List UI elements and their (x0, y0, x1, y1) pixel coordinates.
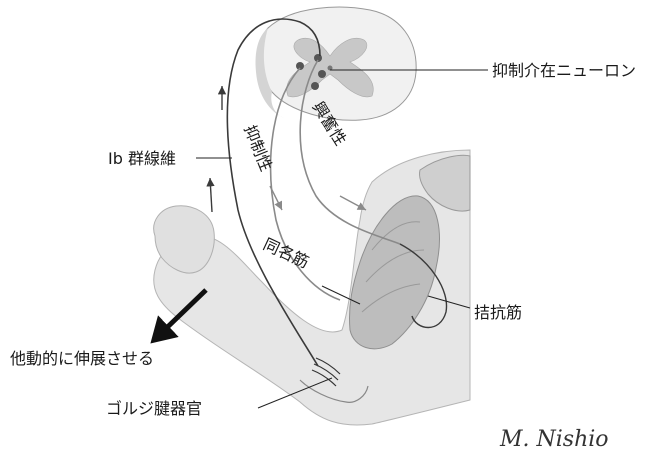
label-homonymous-muscle: 同名筋 (260, 234, 312, 272)
label-passive-extension: 他動的に伸展させる (10, 349, 154, 368)
excitatory-arrow (340, 196, 366, 210)
label-inhibitory-interneuron: 抑制介在ニューロン (492, 61, 636, 80)
ib-fiber-arrow-lower (210, 178, 212, 212)
label-antagonist-muscle: 拮抗筋 (474, 303, 522, 322)
artist-signature: M. Nishio (499, 427, 609, 452)
arm-illustration (154, 150, 470, 425)
label-golgi-tendon-organ: ゴルジ腱器官 (106, 399, 202, 418)
label-ib-fiber: Ib 群線維 (108, 149, 176, 168)
